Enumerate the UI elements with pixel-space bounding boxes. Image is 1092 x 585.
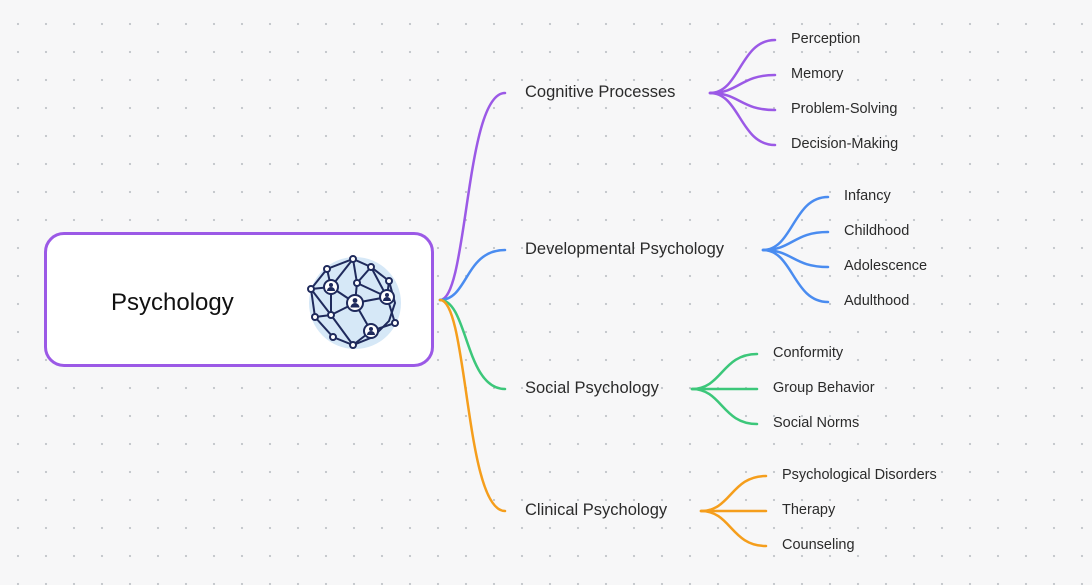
leaf-node[interactable]: Counseling	[782, 537, 855, 553]
root-node[interactable]: Psychology	[44, 232, 434, 367]
leaf-node[interactable]: Memory	[791, 66, 844, 82]
leaf-connector	[708, 91, 777, 147]
branch-connector	[438, 298, 507, 391]
leaf-connector	[708, 38, 777, 95]
branch-node[interactable]: Cognitive Processes	[525, 83, 676, 101]
leaf-node[interactable]: Social Norms	[773, 415, 860, 431]
branch-node[interactable]: Developmental Psychology	[525, 240, 725, 258]
leaf-connector	[690, 387, 759, 426]
branch-connector	[438, 298, 507, 513]
leaf-node[interactable]: Psychological Disorders	[782, 467, 937, 483]
branch-node[interactable]: Social Psychology	[525, 379, 659, 397]
leaf-node[interactable]: Infancy	[844, 188, 891, 204]
leaf-connector	[699, 509, 768, 548]
leaf-node[interactable]: Childhood	[844, 223, 910, 239]
leaf-node[interactable]: Adolescence	[844, 258, 928, 274]
leaf-node[interactable]: Conformity	[773, 345, 844, 361]
leaf-node[interactable]: Adulthood	[844, 293, 910, 309]
leaf-connector	[690, 352, 759, 391]
leaf-node[interactable]: Decision-Making	[791, 136, 899, 152]
leaf-connector	[761, 195, 830, 252]
neural-network-people-icon	[307, 255, 401, 349]
leaf-node[interactable]: Perception	[791, 31, 861, 47]
root-title: Psychology	[111, 289, 234, 316]
leaf-connector	[699, 474, 768, 513]
branch-connector	[438, 91, 507, 302]
branch-node[interactable]: Clinical Psychology	[525, 501, 668, 519]
leaf-node[interactable]: Group Behavior	[773, 380, 875, 396]
leaf-node[interactable]: Therapy	[782, 502, 836, 518]
leaf-node[interactable]: Problem-Solving	[791, 101, 898, 117]
leaf-connector	[761, 248, 830, 304]
branch-connector	[438, 248, 507, 302]
